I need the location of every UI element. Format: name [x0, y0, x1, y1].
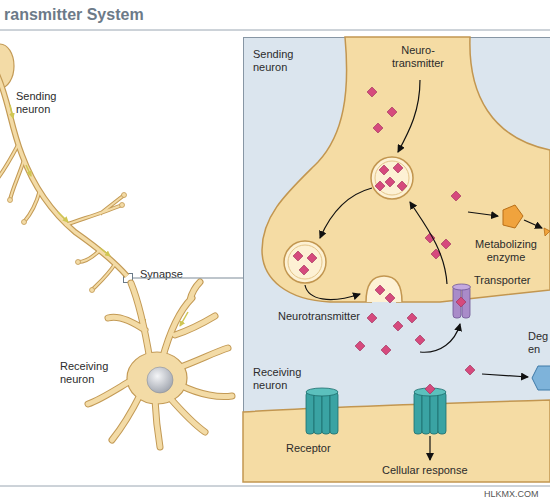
sending-neuron: [122, 193, 127, 198]
receiving-neuron: [88, 282, 232, 447]
watermark: HLKMX.COM: [484, 489, 539, 500]
sending-neuron: [8, 193, 127, 293]
receiving-neuron: [147, 367, 173, 393]
sending-neuron: [76, 260, 81, 265]
part-label: Deg en: [528, 330, 550, 356]
part-label: Receptor: [286, 442, 331, 455]
part-label: Transporter: [474, 274, 530, 287]
signal-arrow: [180, 312, 188, 326]
sending-neuron: [0, 44, 14, 88]
frame-line: [0, 486, 550, 487]
part-label: Metabolizing enzyme: [462, 238, 550, 264]
signal-arrow: [140, 310, 145, 324]
node-label: Sending neuron: [253, 48, 309, 74]
neuron-label: Receiving neuron: [60, 360, 120, 386]
neuron-label: Sending neuron: [16, 90, 68, 116]
signal-arrow: [58, 212, 68, 222]
sending-neuron: [0, 44, 127, 293]
signal-arrow: [10, 105, 188, 326]
signal-arrow: [100, 248, 110, 256]
part-label: Neurotransmitter: [278, 310, 360, 323]
diagram-title: ransmitter System: [4, 6, 144, 24]
sending-neuron: [0, 70, 127, 276]
signal-arrow: [10, 105, 13, 118]
receiving-neuron: [88, 282, 232, 447]
sending-neuron: [90, 288, 95, 293]
receiving-neuron: [88, 282, 232, 447]
node-label: Synapse: [140, 268, 183, 281]
synapse-box: Synapse: [123, 273, 133, 283]
frame-line: [0, 30, 550, 31]
signal-arrow: [26, 165, 31, 176]
sending-neuron: [0, 145, 124, 290]
receiving-neuron: [127, 352, 187, 404]
part-label: Neuro- transmitter: [386, 44, 450, 70]
sending-neuron: [8, 198, 13, 203]
sending-neuron: [120, 203, 125, 208]
node-label: Receiving neuron: [253, 366, 317, 392]
sending-neuron: [0, 145, 124, 290]
part-label: Cellular response: [382, 464, 468, 477]
sending-neuron: [0, 70, 127, 276]
sending-neuron: [22, 220, 27, 225]
